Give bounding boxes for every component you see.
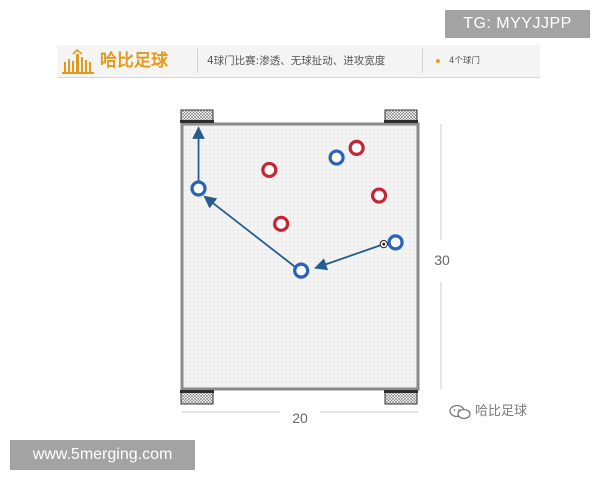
chat-bubbles-icon — [449, 404, 471, 419]
watermark-brand-text: 哈比足球 — [475, 404, 528, 419]
red-player-2 — [348, 139, 365, 156]
header-bar: 哈比足球 4球门比赛:渗透、无球扯动、进攻宽度 4个球门 — [57, 45, 540, 78]
blue-player-1 — [328, 149, 345, 166]
header-divider — [197, 49, 198, 73]
stadium-logo-icon — [62, 48, 94, 74]
players — [190, 139, 404, 279]
watermark-tg: TG: MYYJJPP — [445, 10, 590, 38]
blue-player-2 — [190, 180, 207, 197]
watermark-site: www.5merging.com — [10, 440, 195, 470]
brand-name: 哈比足球 — [100, 51, 168, 71]
header-divider — [422, 49, 423, 73]
blue-player-3 — [387, 234, 404, 251]
width-label: 20 — [292, 410, 308, 426]
bullet-icon — [436, 59, 440, 63]
red-player-1 — [261, 161, 278, 179]
pitch-area — [180, 122, 420, 391]
soccer-ball-icon — [379, 240, 388, 249]
height-dimension: 30 — [434, 124, 450, 389]
height-label: 30 — [434, 252, 450, 268]
movement-arrow-1 — [314, 243, 385, 271]
red-player-4 — [273, 215, 290, 232]
goal-top-right — [384, 109, 418, 123]
goal-bottom-right — [384, 390, 418, 405]
red-player-3 — [370, 187, 388, 204]
watermark-brand: 哈比足球 — [449, 400, 527, 420]
movement-arrows — [192, 126, 385, 271]
movement-arrow-2 — [203, 195, 299, 270]
width-dimension: 20 — [182, 410, 418, 426]
goal-bottom-left — [180, 390, 214, 405]
blue-player-4 — [293, 262, 310, 279]
header-note: 4个球门 — [449, 56, 480, 66]
page-title: 4球门比赛:渗透、无球扯动、进攻宽度 — [207, 55, 386, 67]
goal-top-left — [180, 109, 214, 123]
